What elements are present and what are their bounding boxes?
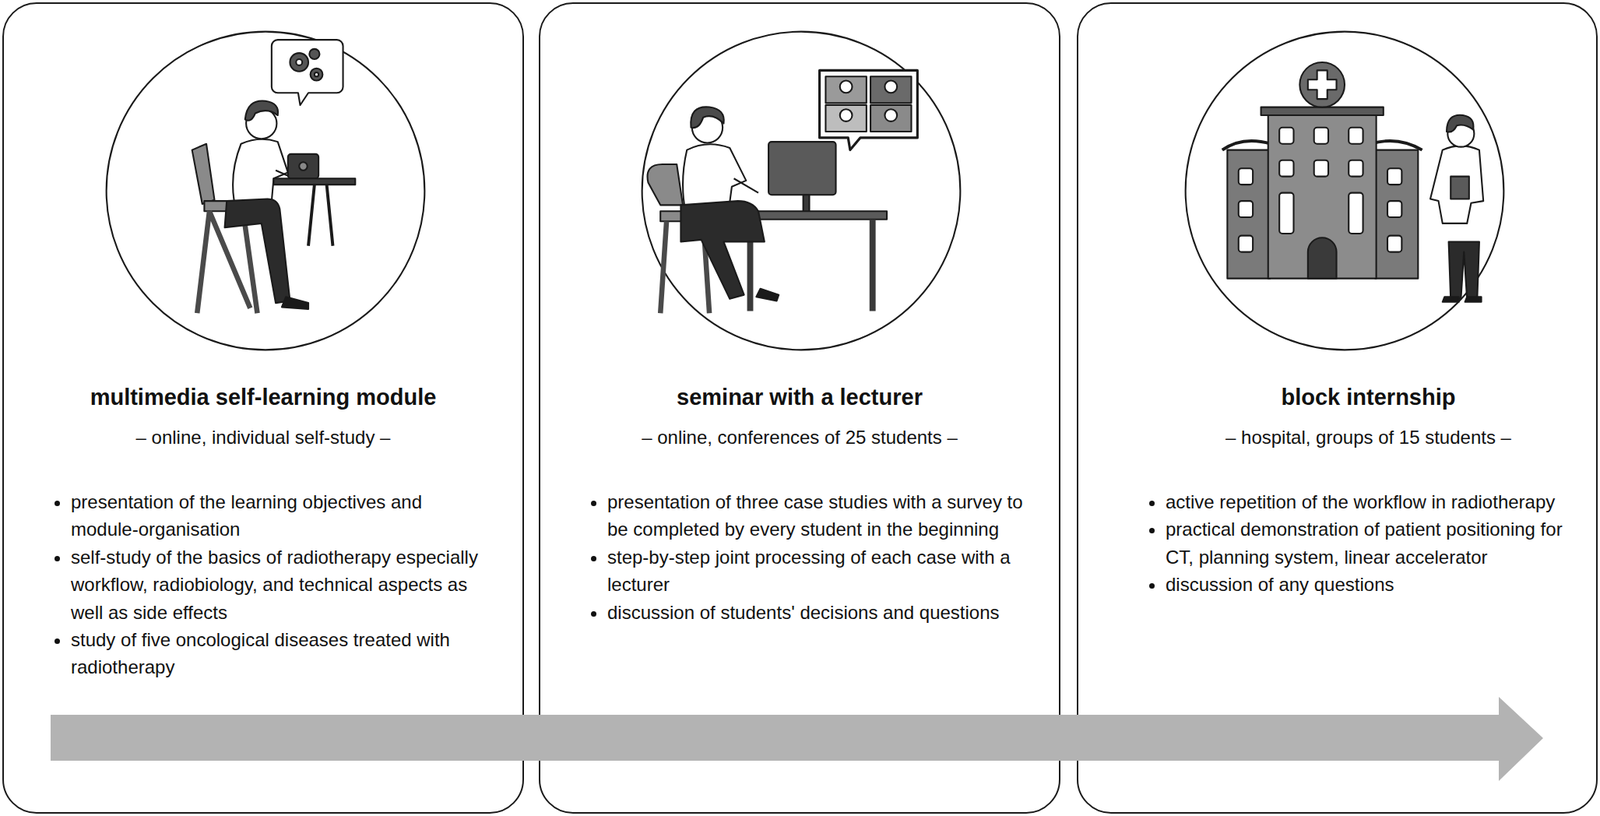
stage-heading: multimedia self-learning module: [3, 383, 523, 412]
stage-heading: seminar with a lecturer: [540, 383, 1059, 412]
bullet-item: discussion of students' decisions and qu…: [607, 598, 1028, 626]
bullet-list: presentation of the learning objectives …: [52, 488, 492, 682]
bullet-item: step-by-step joint processing of each ca…: [607, 543, 1028, 599]
bullet-item: study of five oncological diseases treat…: [70, 625, 492, 682]
stage-heading: block internship: [1078, 383, 1597, 412]
stage-panel: block internship – hospital, groups of 15…: [1076, 2, 1598, 814]
bullet-item: presentation of three case studies with …: [607, 488, 1028, 544]
self-study-illustration: [106, 31, 426, 351]
bullet-item: self-study of the basics of radiotherapy…: [70, 543, 492, 626]
timeline-arrow-shape: [50, 696, 1544, 781]
stage-subtitle: – hospital, groups of 15 students –: [1078, 425, 1597, 451]
bullet-item: active repetition of the workflow in rad…: [1165, 488, 1573, 516]
bullet-list: presentation of three case studies with …: [588, 488, 1028, 626]
stage-panel: seminar with a lecturer – online, confere…: [538, 2, 1061, 814]
bullet-item: discussion of any questions: [1165, 570, 1573, 598]
hospital-illustration: [1185, 31, 1505, 351]
bullet-item: presentation of the learning objectives …: [70, 488, 492, 544]
bullet-item: practical demonstration of patient posit…: [1165, 515, 1573, 571]
stage-subtitle: – online, individual self-study –: [3, 425, 523, 451]
seminar-illustration: [642, 31, 961, 351]
stage-subtitle: – online, conferences of 25 students –: [540, 425, 1059, 451]
bullet-list: active repetition of the workflow in rad…: [1146, 488, 1573, 599]
stage-panel: multimedia self-learning module – online,…: [2, 2, 524, 814]
